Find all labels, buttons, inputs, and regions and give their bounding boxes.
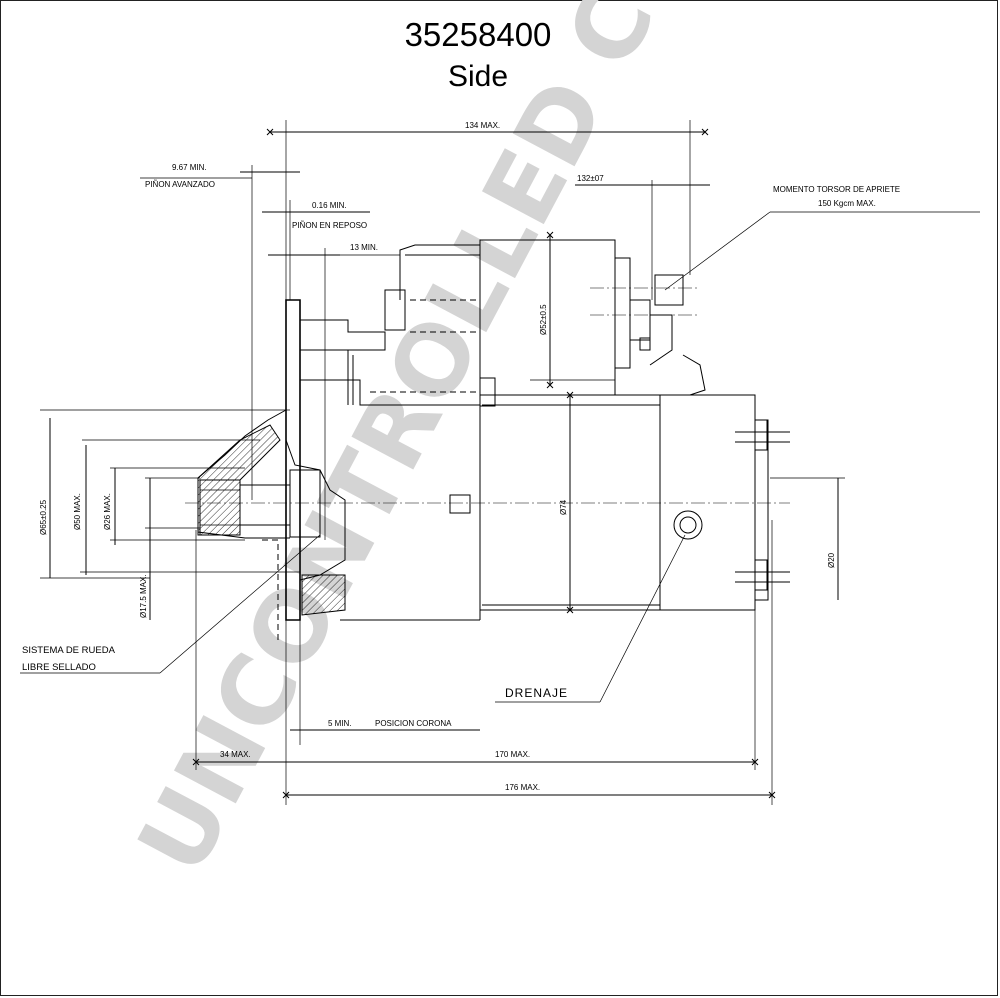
dim-d26: Ø26 MAX. [103,493,112,530]
dim-176-max: 176 MAX. [505,783,540,792]
dim-d50: Ø50 MAX. [73,493,82,530]
label-posicion-corona: POSICION CORONA [375,719,452,728]
starter-outline [197,239,790,640]
dim-d52: Ø52±0.5 [539,304,548,335]
dim-170-max: 170 MAX. [495,750,530,759]
dim-34-max: 34 MAX. [220,750,251,759]
dim-d74: Ø74 [559,499,568,515]
dim-d20: Ø20 [827,552,836,568]
label-sistema-rueda: SISTEMA DE RUEDA [22,645,116,656]
watermark: UNCONTROLLED COPY [116,0,781,891]
dimension-lines [20,120,980,805]
dim-d17-5: Ø17.5 MAX. [139,574,148,618]
dim-0-16-min: 0.16 MIN. [312,201,347,210]
view-title: Side [447,60,509,93]
dim-9-67-min: 9.67 MIN. [172,163,207,172]
label-libre-sellado: LIBRE SELLADO [22,662,96,673]
label-pinon-reposo: PIÑON EN REPOSO [292,221,367,230]
dim-132: 132±07 [577,174,604,183]
dim-13-min: 13 MIN. [350,243,378,252]
dim-d65: Ø65±0.25 [39,499,48,535]
dim-5-min: 5 MIN. [328,719,352,728]
label-torque: MOMENTO TORSOR DE APRIETE [773,185,900,194]
label-torque-value: 150 Kgcm MAX. [818,199,876,208]
part-number-title: 35258400 [404,16,552,53]
dim-134-max: 134 MAX. [465,121,500,130]
label-drenaje: DRENAJE [505,686,568,700]
label-pinon-avanzado: PIÑON AVANZADO [145,180,215,189]
